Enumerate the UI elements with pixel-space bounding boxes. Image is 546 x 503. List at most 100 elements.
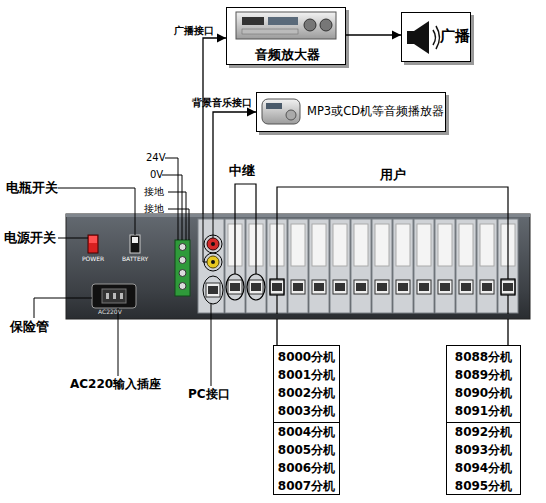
speaker-icon xyxy=(414,21,429,54)
bracket xyxy=(247,274,265,300)
speaker-icon xyxy=(407,31,414,44)
node-text: BATTERY xyxy=(122,256,148,263)
callout-label: 中继 xyxy=(229,164,255,179)
leader-line xyxy=(58,188,135,235)
extension-number: 8002分机 xyxy=(274,384,339,402)
callout-label: 背景音乐接口 xyxy=(192,97,252,109)
amplifier-picture xyxy=(304,19,316,31)
device-panel xyxy=(414,219,434,313)
device-panel xyxy=(132,237,138,243)
device-panel xyxy=(102,289,126,303)
leader-line xyxy=(34,158,223,386)
amplifier-picture xyxy=(236,12,336,39)
leader-line xyxy=(118,308,119,376)
callout-label: 保险管 xyxy=(10,320,49,335)
extension-table: 8000分机8001分机8002分机8003分机8004分机8005分机8006… xyxy=(273,345,340,495)
device-panel xyxy=(288,219,308,313)
bracket xyxy=(226,184,515,314)
player-picture xyxy=(262,99,300,124)
device-panel xyxy=(435,219,455,313)
callout-label: 接地 xyxy=(144,186,164,198)
leader-line xyxy=(203,276,223,304)
player-picture xyxy=(262,99,300,124)
device-panel xyxy=(206,283,220,297)
extension-number: 8006分机 xyxy=(274,459,339,477)
amplifier-picture xyxy=(242,29,298,34)
device-panel xyxy=(207,256,219,268)
callout-label: 0V xyxy=(150,169,163,181)
speaker-icon xyxy=(407,21,440,54)
connector-line xyxy=(346,34,401,35)
extension-number: 8090分机 xyxy=(447,384,520,402)
callout-label: 用户 xyxy=(380,168,406,183)
node-text: 音频放大器 xyxy=(227,48,347,63)
bracket xyxy=(276,295,277,314)
speaker-icon xyxy=(433,30,436,45)
device-panel xyxy=(198,219,224,313)
device-panel xyxy=(208,286,218,294)
amplifier-picture xyxy=(236,12,336,39)
device-panel xyxy=(179,270,186,277)
amplifier-picture xyxy=(242,17,264,25)
bracket xyxy=(226,274,244,300)
device-panel xyxy=(92,284,136,308)
device-panel xyxy=(207,238,219,250)
leader-line xyxy=(162,175,182,240)
device-panel xyxy=(211,260,215,264)
speaker-icon xyxy=(436,26,440,49)
device-panel xyxy=(113,293,116,299)
device-panel xyxy=(120,293,123,299)
leader-line xyxy=(34,298,92,318)
extension-number: 8091分机 xyxy=(447,402,520,420)
bracket xyxy=(501,279,515,295)
connector-line xyxy=(276,319,277,345)
device-panel xyxy=(66,214,530,319)
device-box: 音频放大器 xyxy=(226,7,346,65)
extension-number: 8088分机 xyxy=(447,348,520,366)
node-text: AC220V xyxy=(98,309,122,316)
leader-line xyxy=(204,253,222,271)
amplifier-picture xyxy=(268,17,298,25)
amplifier-picture xyxy=(320,19,332,31)
bracket xyxy=(277,187,508,279)
device-panel xyxy=(393,219,413,313)
leader-line xyxy=(168,192,186,240)
device-panel xyxy=(477,219,497,313)
leader-line xyxy=(204,235,222,253)
node-text: POWER xyxy=(82,256,104,263)
extension-number: 8007分机 xyxy=(274,477,339,495)
extension-number: 8089分机 xyxy=(447,366,520,384)
bracket xyxy=(507,295,508,314)
node-text: 广播 xyxy=(440,28,470,45)
device-panel xyxy=(106,293,109,299)
extension-number: 8000分机 xyxy=(274,348,339,366)
device-panel xyxy=(211,242,215,246)
device-panel xyxy=(330,219,350,313)
extension-number: 8094分机 xyxy=(447,459,520,477)
extension-number: 8003分机 xyxy=(274,402,339,420)
device-panel xyxy=(372,219,392,313)
leader-line xyxy=(58,238,88,239)
device-panel xyxy=(179,257,186,264)
leader-line xyxy=(165,158,178,240)
player-picture xyxy=(286,110,296,120)
callout-label: AC220输入插座 xyxy=(70,378,161,392)
device-panel xyxy=(66,214,530,319)
device-box: 广播 xyxy=(401,12,471,62)
device-panel xyxy=(179,244,186,251)
extension-number: 8005分机 xyxy=(274,441,339,459)
leader-line xyxy=(211,304,212,386)
device-panel xyxy=(175,240,190,296)
extension-number: 8092分机 xyxy=(447,422,520,441)
device-panel xyxy=(88,235,98,253)
connector-line xyxy=(203,38,226,214)
connector-line xyxy=(507,319,508,345)
callout-label: PC接口 xyxy=(188,388,230,402)
callout-label: 电源开关 xyxy=(4,231,56,246)
leader-line xyxy=(168,209,189,240)
bracket xyxy=(235,184,256,274)
device-panel xyxy=(66,214,530,217)
device-panel xyxy=(89,236,97,243)
node-text: MP3或CD机等音频播放器 xyxy=(307,105,444,118)
extension-number: 8095分机 xyxy=(447,477,520,495)
